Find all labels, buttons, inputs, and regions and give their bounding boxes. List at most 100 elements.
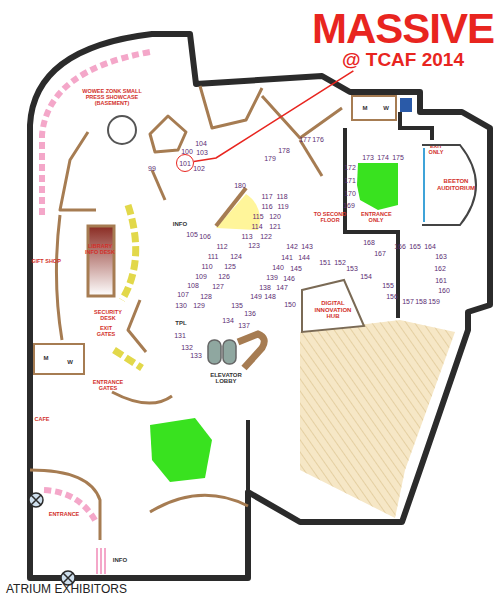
- caption: ATRIUM EXHIBITORS: [6, 583, 127, 595]
- room-label: ENTRANCE ONLY: [361, 212, 391, 224]
- booth-number: 169: [343, 202, 355, 209]
- booth-number: 131: [174, 332, 186, 339]
- booth-circle: 101: [176, 154, 194, 172]
- interior-wall: [30, 470, 100, 540]
- booth-number: 145: [290, 265, 302, 272]
- info-stand: [96, 548, 106, 574]
- door-symbol: [29, 493, 43, 507]
- yellow-gates: [122, 205, 136, 300]
- booth-number: 144: [298, 254, 310, 261]
- auditorium-wall: [424, 148, 425, 222]
- booth-number: 178: [278, 147, 290, 154]
- booth-number: 110: [201, 263, 212, 270]
- stairs: [300, 320, 455, 518]
- booth-number: 128: [200, 293, 212, 300]
- booth-number: 134: [222, 317, 234, 324]
- booth-number: 167: [374, 250, 386, 257]
- booth-number: 158: [415, 298, 427, 305]
- booth-number: 148: [264, 293, 276, 300]
- booth-number: 132: [181, 344, 193, 351]
- room-label: GIFT SHOP: [31, 259, 61, 265]
- booth-number: 170: [344, 190, 356, 197]
- room-label: ENTRANCE GATES: [90, 380, 126, 392]
- door-symbol: [29, 493, 75, 585]
- booth-number: 166: [394, 243, 406, 250]
- pink-path: [42, 52, 150, 522]
- booth-number: 107: [177, 291, 189, 298]
- booth-number: 135: [231, 302, 243, 309]
- title-block: MASSIVE@ TCAF 2014: [312, 8, 494, 71]
- booth-number: 171: [344, 177, 356, 184]
- interior-wall: [262, 96, 342, 138]
- booth-number: 138: [259, 284, 271, 291]
- booth-number: 137: [238, 322, 250, 329]
- booth-number: 173: [362, 154, 374, 161]
- title-text: MASSIVE: [312, 8, 494, 50]
- interior-wall: [56, 215, 62, 340]
- booth-number: 161: [435, 277, 447, 284]
- elevator: [88, 226, 114, 296]
- booth-number: 115: [252, 213, 263, 220]
- door-symbol: [63, 573, 73, 583]
- booth-number: 114: [251, 223, 262, 230]
- room-label: EXIT GATES: [92, 326, 120, 338]
- booth-number: 108: [187, 282, 199, 289]
- booth-number: 177: [299, 136, 311, 143]
- restroom: [34, 344, 84, 374]
- elevator-lobby: [223, 340, 236, 364]
- leader-line: [194, 71, 353, 162]
- interior-wall: [150, 495, 248, 512]
- interior-wall: [112, 392, 172, 403]
- booth-number: 150: [284, 301, 296, 308]
- node-text: DIGITAL INNOVATION HUB: [311, 300, 355, 320]
- booth-number: 153: [346, 265, 358, 272]
- building-outline: [30, 34, 490, 578]
- elevator-lobby: [208, 334, 264, 368]
- booth-number: 180: [234, 182, 246, 189]
- booth-number: 156: [386, 293, 398, 300]
- booth-number: 102: [193, 165, 205, 172]
- room-label: TPL: [175, 320, 186, 326]
- elevator-lobby: [238, 334, 264, 368]
- auditorium-wall: [423, 148, 425, 222]
- green-area: [357, 163, 398, 210]
- room-label: W: [67, 359, 73, 365]
- room-label: ELEVATOR LOBBY: [203, 372, 249, 385]
- elevator: [88, 226, 114, 296]
- booth-number: 168: [363, 239, 375, 246]
- booth-number: 111: [208, 253, 219, 260]
- booth-number: 120: [269, 213, 281, 220]
- room-label: INFO: [113, 557, 127, 563]
- booth-number: 117: [261, 193, 272, 200]
- booth-number: 172: [344, 164, 356, 171]
- room-label: M: [363, 105, 368, 111]
- booth-number: 116: [261, 203, 272, 210]
- booth-number: 152: [334, 259, 346, 266]
- interior-wall: [30, 86, 342, 540]
- subtitle-text: @ TCAF 2014: [342, 50, 464, 71]
- room-shape: BEETON AUDITORIUM: [420, 143, 488, 227]
- interior-wall: [152, 170, 165, 200]
- booth-number: 154: [360, 273, 372, 280]
- booth-number: 159: [428, 298, 440, 305]
- booth-number: 124: [230, 253, 242, 260]
- booth-number: 105: [186, 231, 198, 238]
- wall: [400, 112, 432, 140]
- restroom: [400, 98, 412, 112]
- restroom: [34, 96, 412, 374]
- interior-wall: [300, 140, 322, 176]
- room-shape: DIGITAL INNOVATION HUB: [300, 276, 366, 334]
- booth-number: 136: [244, 310, 256, 317]
- node-text: BEETON AUDITORIUM: [436, 178, 476, 191]
- restroom: [352, 96, 396, 120]
- booth-number: 125: [224, 263, 236, 270]
- booth-number: 129: [193, 302, 205, 309]
- interior-wall: [128, 300, 146, 352]
- booth-number: 103: [196, 149, 208, 156]
- booth-number: 130: [175, 302, 187, 309]
- booth-number: 176: [312, 136, 324, 143]
- booth-number: 165: [409, 243, 421, 250]
- wall: [345, 128, 398, 318]
- wall: [246, 420, 250, 492]
- room-label: LIBRARY INFO DESK: [85, 244, 115, 256]
